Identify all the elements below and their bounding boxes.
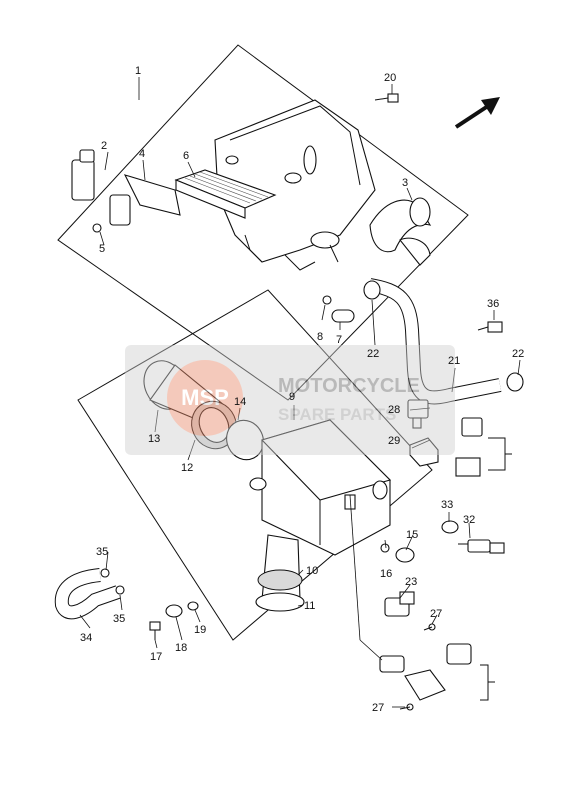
callout-21: 21 xyxy=(448,355,460,367)
callout-23: 23 xyxy=(405,576,417,588)
callout-18: 18 xyxy=(175,642,187,654)
callout-5: 5 xyxy=(99,243,105,255)
watermark-line2: SPARE PARTS xyxy=(278,405,396,424)
filter-element xyxy=(174,169,277,219)
callout-2: 2 xyxy=(101,140,107,152)
callout-13: 13 xyxy=(148,433,160,445)
resonator-box xyxy=(249,419,392,556)
clip-8 xyxy=(322,295,332,305)
callout-12: 12 xyxy=(181,462,193,474)
watermark: MSP MOTORCYCLE SPARE PARTS xyxy=(125,345,455,455)
lower-assembly-frame xyxy=(77,289,433,641)
callout-28: 28 xyxy=(388,404,400,416)
callout-9: 9 xyxy=(289,391,295,403)
callout-14: 14 xyxy=(234,396,246,408)
bracket-29 xyxy=(409,437,439,467)
callout-16: 16 xyxy=(380,568,392,580)
inlet-sleeve xyxy=(143,360,264,461)
sensor-32 xyxy=(458,539,505,554)
callout-33: 33 xyxy=(441,499,453,511)
screw-27-lower xyxy=(399,703,414,711)
callout-27a: 27 xyxy=(430,608,442,620)
air-cleaner-case xyxy=(214,99,376,271)
screw-27-upper xyxy=(423,623,436,631)
callout-32: 32 xyxy=(463,514,475,526)
callout-7: 7 xyxy=(336,334,342,346)
upper-assembly-frame xyxy=(57,44,469,401)
callout-22a: 22 xyxy=(367,348,379,360)
duct-10 xyxy=(255,534,305,612)
cap-15 xyxy=(395,547,415,563)
callout-10: 10 xyxy=(306,565,318,577)
cap-clips xyxy=(71,149,181,233)
hose-34 xyxy=(54,568,125,620)
watermark-logo-text: MSP xyxy=(181,385,229,410)
sensor-group-23 xyxy=(384,591,415,617)
callout-35a: 35 xyxy=(96,546,108,558)
plug-7 xyxy=(331,309,355,323)
callout-6: 6 xyxy=(183,150,189,162)
callout-3: 3 xyxy=(402,177,408,189)
callout-15: 15 xyxy=(406,529,418,541)
callout-20: 20 xyxy=(384,72,396,84)
callout-29: 29 xyxy=(388,435,400,447)
callout-27b: 27 xyxy=(372,702,384,714)
bolt-20 xyxy=(374,93,399,103)
callout-35b: 35 xyxy=(113,613,125,625)
callout-17: 17 xyxy=(150,651,162,663)
collar-19 xyxy=(187,601,199,611)
callout-4: 4 xyxy=(139,148,145,160)
connector-group-upper xyxy=(455,417,512,477)
callout-1: 1 xyxy=(135,65,141,77)
callout-19: 19 xyxy=(194,624,206,636)
callout-11: 11 xyxy=(304,600,315,612)
hose-3 xyxy=(369,197,432,266)
direction-arrow-icon xyxy=(454,97,500,129)
leader-lines xyxy=(79,77,521,708)
callout-22b: 22 xyxy=(512,348,524,360)
callout-36: 36 xyxy=(487,298,499,310)
drain-hose-21 xyxy=(363,278,524,405)
callout-34: 34 xyxy=(80,632,92,644)
bolt-17 xyxy=(149,621,161,640)
callout-8: 8 xyxy=(317,331,323,343)
callout-labels: 1 2 4 6 5 3 20 8 7 22 21 22 36 9 14 13 1… xyxy=(80,65,524,714)
connector-group-lower xyxy=(379,643,495,701)
watermark-line1: MOTORCYCLE xyxy=(278,375,420,397)
grommet-18 xyxy=(165,604,183,618)
clip-16 xyxy=(380,543,390,553)
bolt-36 xyxy=(477,321,503,333)
washer-33 xyxy=(441,520,459,534)
